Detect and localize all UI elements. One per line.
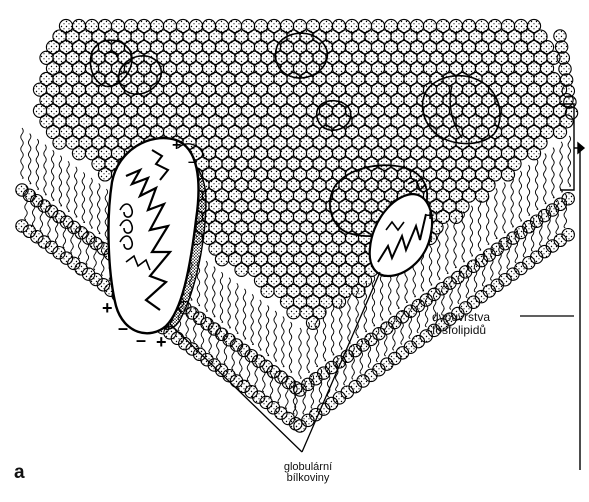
lipid-tail xyxy=(503,183,506,233)
lipid-tail xyxy=(90,178,93,228)
lipid-head xyxy=(98,168,111,181)
lipid-tail xyxy=(36,139,39,189)
lipid-head xyxy=(352,284,365,297)
lipid-tail xyxy=(21,128,24,178)
lipid-head xyxy=(72,147,85,160)
lipid-tail xyxy=(266,305,269,355)
globular-proteins-label: globulární bílkoviny xyxy=(278,462,338,484)
lipid-head xyxy=(557,52,569,64)
lipid-tail xyxy=(511,177,514,227)
lipid-head xyxy=(555,41,567,53)
lipid-head xyxy=(449,210,462,223)
lipid-tail xyxy=(228,278,231,328)
lipid-head xyxy=(554,30,566,42)
lipid-head xyxy=(287,306,300,319)
lipid-head xyxy=(560,74,572,86)
lipid-tail xyxy=(331,305,334,355)
bilayer-label: dvouvrstva fosfolipidů xyxy=(432,311,490,337)
lipid-head xyxy=(527,147,540,160)
lipid-head xyxy=(306,316,319,329)
lipid-tail xyxy=(519,171,522,221)
lipid-tail xyxy=(251,294,254,344)
lipid-tail xyxy=(560,142,563,192)
bilayer-bracket xyxy=(560,104,584,470)
lipid-tail xyxy=(74,167,77,217)
lipid-head xyxy=(559,63,571,75)
lipid-tail xyxy=(67,161,70,211)
lipid-tail xyxy=(289,322,292,372)
lipid-tail xyxy=(535,159,538,209)
lipid-head xyxy=(562,193,574,205)
lipid-head xyxy=(475,189,488,202)
lipid-tail xyxy=(527,165,530,215)
lipid-tail xyxy=(486,194,489,244)
lipid-tail xyxy=(105,189,108,239)
lipid-tail xyxy=(470,206,473,256)
charge-sign: + xyxy=(156,332,167,352)
charge-sign: – xyxy=(136,330,146,350)
lipid-tail xyxy=(213,267,216,317)
lipid-head xyxy=(215,253,228,266)
charge-sign: – xyxy=(118,318,128,338)
surface-protein xyxy=(317,101,351,131)
lipid-tail xyxy=(552,148,555,198)
lipid-tail xyxy=(97,183,100,233)
lipid-head xyxy=(235,263,248,276)
lipid-tail xyxy=(568,136,571,186)
charge-sign: + xyxy=(426,207,434,223)
globular-label-line2: bílkoviny xyxy=(278,473,338,484)
lipid-head xyxy=(565,107,577,119)
panel-letter: a xyxy=(14,462,25,484)
lipid-tail xyxy=(446,223,449,273)
lipid-head xyxy=(261,284,274,297)
lipid-tail xyxy=(243,289,246,339)
lipid-tail xyxy=(348,293,351,343)
lipid-tail xyxy=(307,322,310,372)
lipid-head xyxy=(332,295,345,308)
lipid-tail xyxy=(205,261,208,311)
bilayer-label-line2: fosfolipidů xyxy=(432,324,490,337)
lipid-tail xyxy=(44,145,47,195)
lipid-tail xyxy=(274,311,277,361)
lipid-tail xyxy=(478,200,481,250)
lipid-head xyxy=(53,136,66,149)
label-leader-lines xyxy=(170,272,574,452)
lipid-tail xyxy=(323,311,326,361)
lipid-tail xyxy=(51,150,54,200)
lipid-tail xyxy=(495,188,498,238)
lipid-tail xyxy=(282,316,285,366)
lipid-tail xyxy=(454,217,457,267)
charge-sign: + xyxy=(172,137,181,154)
surface-protein xyxy=(275,33,327,78)
lipid-head xyxy=(501,168,514,181)
lipid-head xyxy=(562,85,574,97)
lipid-tail xyxy=(236,283,239,333)
lipid-tail xyxy=(59,156,62,206)
lipid-tail xyxy=(299,328,302,378)
lipid-tail xyxy=(220,272,223,322)
lipid-tail xyxy=(544,153,547,203)
lipid-tail xyxy=(28,134,31,184)
lipid-tail xyxy=(82,172,85,222)
lipid-head xyxy=(562,229,574,241)
charge-sign: – xyxy=(188,153,196,169)
lipid-tail xyxy=(380,270,383,320)
lipid-tail xyxy=(259,300,262,350)
lipid-head xyxy=(553,125,566,138)
charge-sign: + xyxy=(102,298,113,318)
lipid-tail xyxy=(437,229,440,279)
lipid-tail xyxy=(372,276,375,326)
